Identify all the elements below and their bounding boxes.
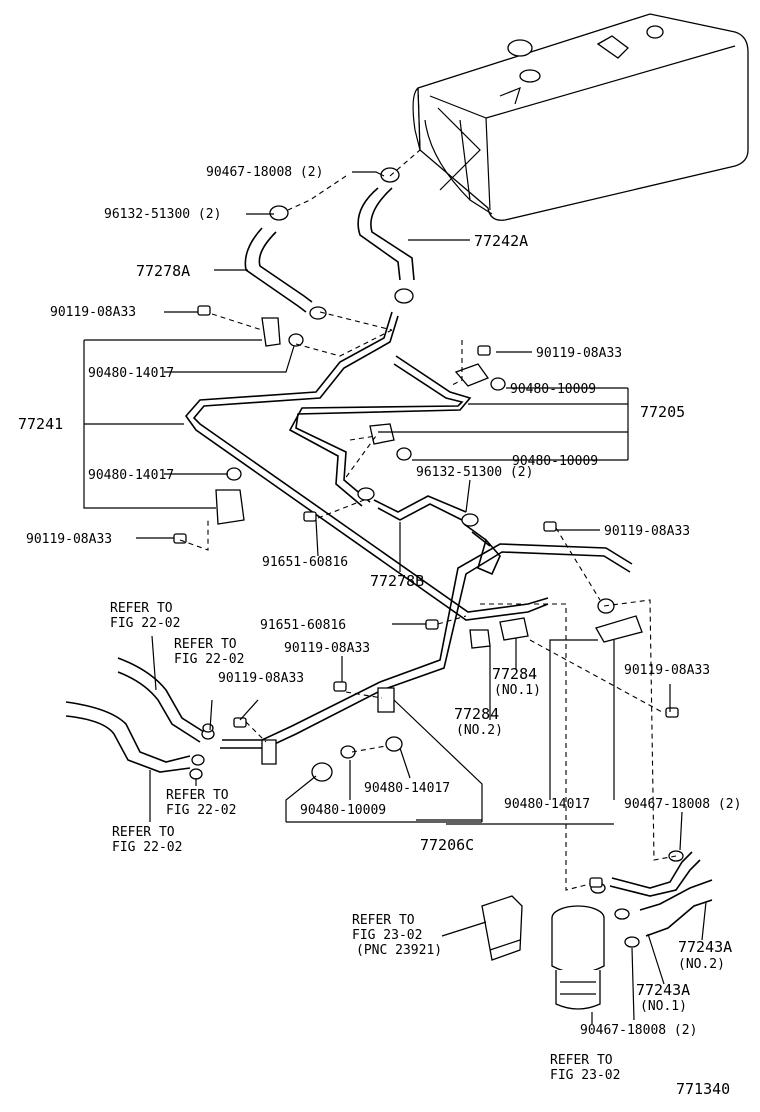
- hose-77278A: [244, 205, 327, 320]
- left-hoses: [65, 657, 215, 773]
- label-77284-no2-sub: (NO.2): [456, 723, 503, 738]
- label-ref-b-2: FIG 22-02: [174, 652, 244, 667]
- label-90480-14017-c: 90480-14017: [364, 781, 450, 796]
- leader-lines: [83, 171, 707, 1024]
- dashed-leaders: [179, 87, 677, 891]
- label-90480-10009-c: 90480-10009: [300, 803, 386, 818]
- label-96132-right: 96132-51300 (2): [416, 465, 533, 480]
- pipe-77241: [184, 311, 549, 621]
- bracket-23921: [481, 895, 523, 961]
- label-91651-a: 91651-60816: [262, 555, 348, 570]
- label-77242A: 77242A: [474, 232, 528, 250]
- label-77284-no1-sub: (NO.1): [494, 683, 541, 698]
- label-ref-a-2: FIG 22-02: [110, 616, 180, 631]
- label-ref-d-2: FIG 22-02: [112, 840, 182, 855]
- label-ref-f-1: REFER TO: [550, 1053, 613, 1068]
- label-77243A-no2-sub: (NO.2): [678, 957, 725, 972]
- label-77284-no2: 77284: [454, 705, 499, 723]
- diagram-id: 771340: [676, 1080, 730, 1098]
- label-ref-d-1: REFER TO: [112, 825, 175, 840]
- label-90467-right: 90467-18008 (2): [624, 797, 741, 812]
- label-ref-c-1: REFER TO: [166, 788, 229, 803]
- label-90467-top: 90467-18008 (2): [206, 165, 323, 180]
- label-90119-b: 90119-08A33: [26, 532, 112, 547]
- label-90119-f: 90119-08A33: [218, 671, 304, 686]
- label-90480-14017-a: 90480-14017: [88, 366, 174, 381]
- label-ref-c-2: FIG 22-02: [166, 803, 236, 818]
- label-77243A-no2: 77243A: [678, 938, 732, 956]
- label-96132-left: 96132-51300 (2): [104, 207, 221, 222]
- label-77241: 77241: [18, 415, 63, 433]
- hose-77243A: [609, 850, 713, 937]
- label-77243A-no1-sub: (NO.1): [640, 999, 687, 1014]
- label-ref-e-2: FIG 23-02: [352, 928, 422, 943]
- fuel-tank: [412, 13, 749, 221]
- part-labels: 90467-18008 (2) 96132-51300 (2) 77242A 7…: [18, 165, 741, 1098]
- label-ref-a-1: REFER TO: [110, 601, 173, 616]
- label-90119-a: 90119-08A33: [50, 305, 136, 320]
- label-90119-e: 90119-08A33: [284, 641, 370, 656]
- label-90119-c: 90119-08A33: [536, 346, 622, 361]
- label-ref-e-1: REFER TO: [352, 913, 415, 928]
- label-91651-b: 91651-60816: [260, 618, 346, 633]
- fuel-filter: [551, 882, 640, 1010]
- label-90467-bottom: 90467-18008 (2): [580, 1023, 697, 1038]
- label-77278B: 77278B: [370, 572, 424, 590]
- label-77243A-no1: 77243A: [636, 981, 690, 999]
- label-90480-14017-b: 90480-14017: [88, 468, 174, 483]
- hose-77242A: [357, 167, 415, 304]
- label-ref-e-3: (PNC 23921): [356, 943, 442, 958]
- label-90480-14017-d: 90480-14017: [504, 797, 590, 812]
- label-77284-no1: 77284: [492, 665, 537, 683]
- small-parts: [173, 305, 679, 888]
- label-90480-10009-b: 90480-10009: [512, 454, 598, 469]
- label-ref-b-1: REFER TO: [174, 637, 237, 652]
- label-90119-g: 90119-08A33: [624, 663, 710, 678]
- label-77205: 77205: [640, 403, 685, 421]
- label-90119-d: 90119-08A33: [604, 524, 690, 539]
- label-77206C: 77206C: [420, 836, 474, 854]
- label-90480-10009-a: 90480-10009: [510, 382, 596, 397]
- label-77278A: 77278A: [136, 262, 190, 280]
- pipe-77205: [288, 355, 472, 507]
- label-ref-f-2: FIG 23-02: [550, 1068, 620, 1083]
- hose-77278B: [357, 487, 479, 527]
